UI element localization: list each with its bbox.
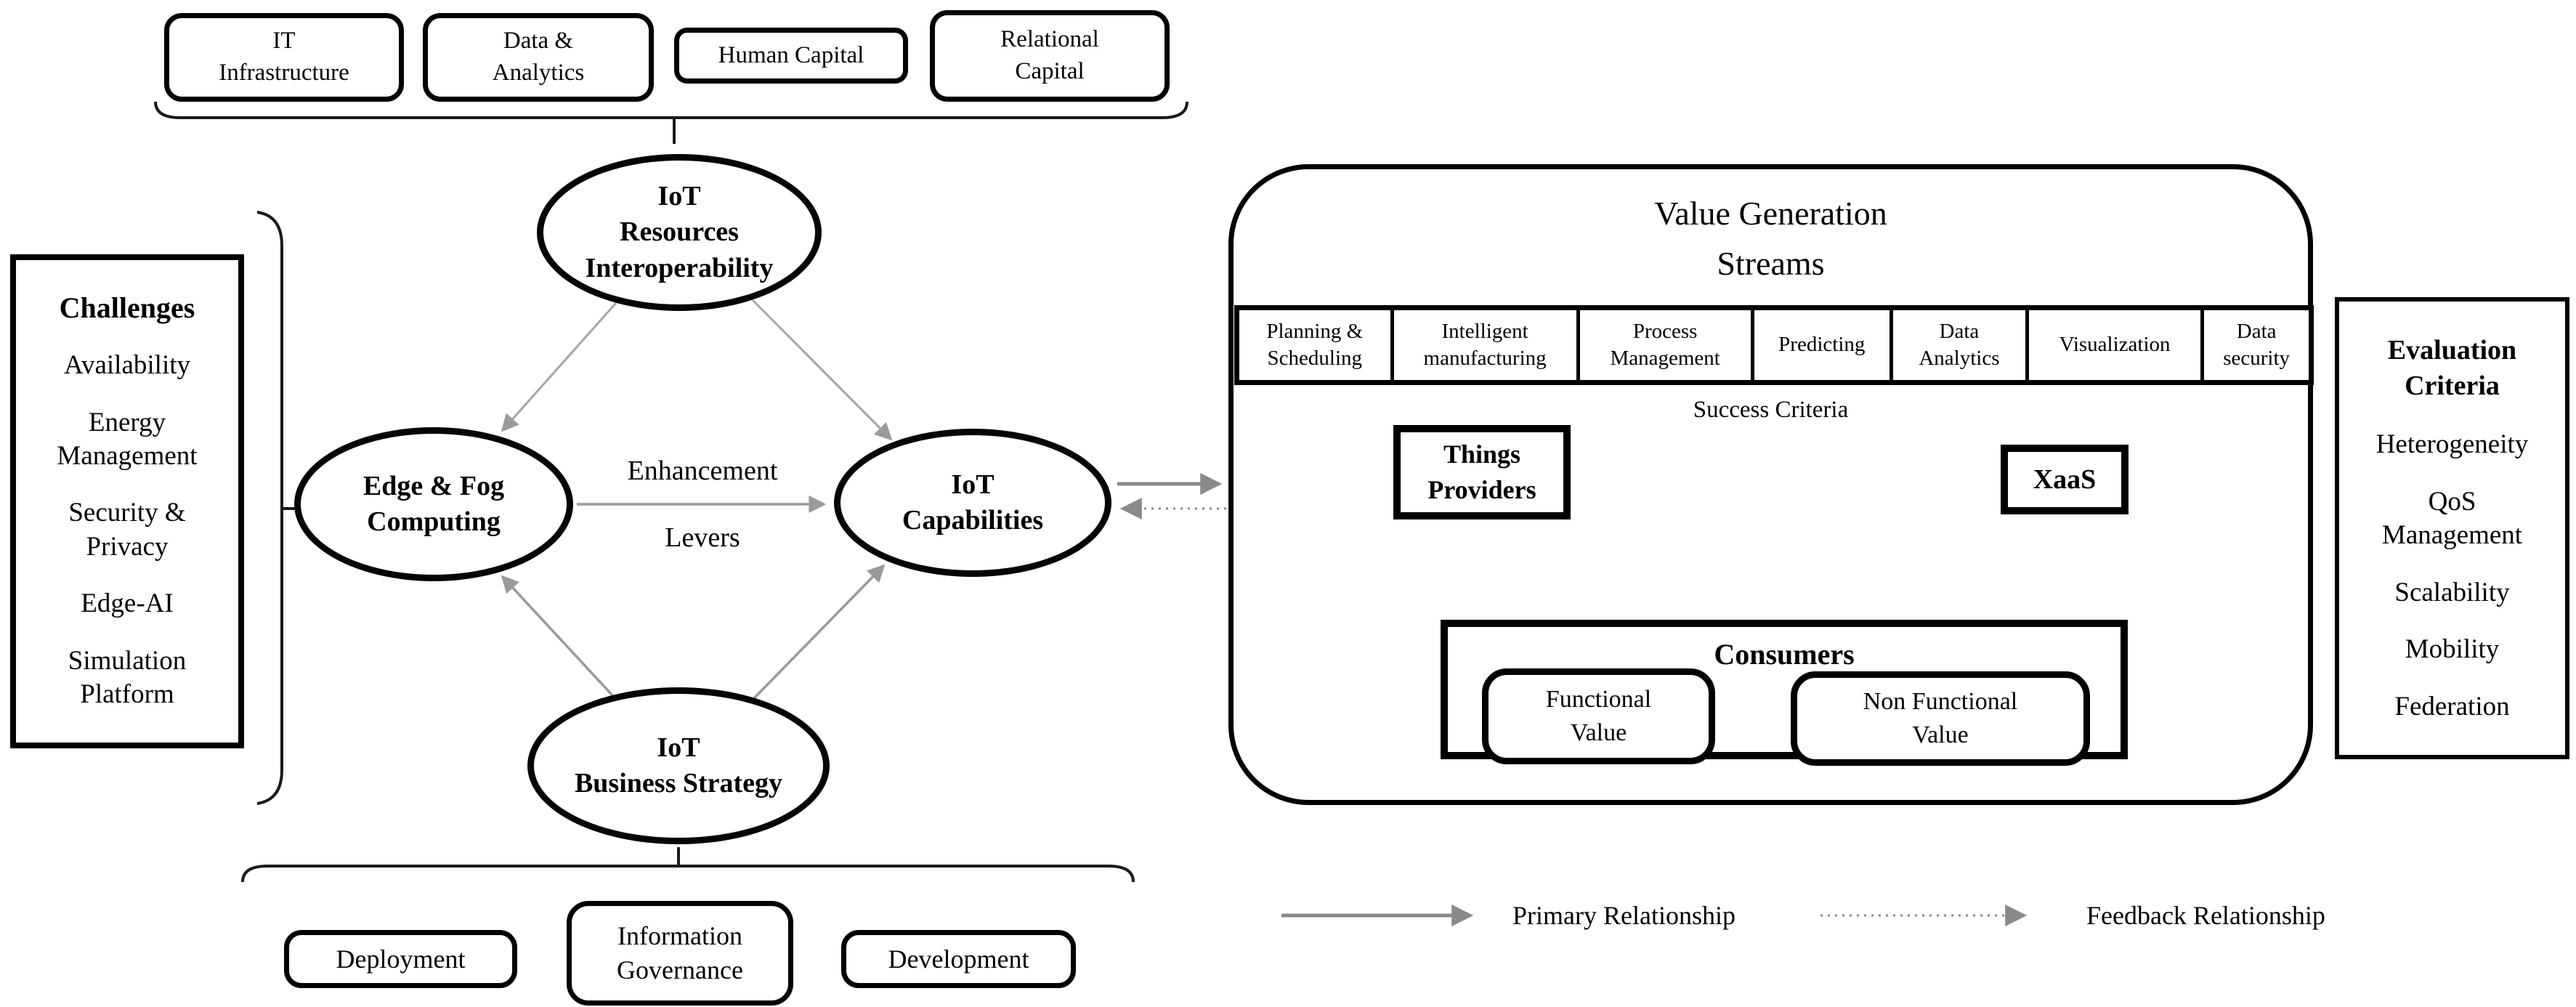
development-label: Development: [888, 944, 1029, 974]
capitals-brace: [154, 101, 1188, 144]
challenge-availability: Availability: [64, 349, 190, 380]
ellipse-iot-business-strategy: IoT Business Strategy: [527, 687, 830, 844]
xaas-label: XaaS: [2033, 464, 2097, 495]
ellipse-iot-capabilities: IoT Capabilities: [834, 429, 1111, 577]
legend-feedback-label: Feedback Relationship: [2086, 899, 2377, 931]
legend-primary-label: Primary Relationship: [1512, 899, 1789, 931]
information-governance-label: Information Governance: [617, 921, 743, 984]
box-it-infrastructure-line2: Infrastructure: [219, 60, 349, 86]
arrow-resources-to-capabilities: [751, 299, 893, 441]
functional-value-box: Functional Value: [1482, 668, 1715, 764]
enhancement-line1: Enhancement: [627, 456, 778, 486]
box-human-capital-line1: Human Capital: [718, 41, 864, 68]
ellipse-edge-fog-computing: Edge & Fog Computing: [294, 427, 573, 581]
challenges-title: Challenges: [59, 291, 195, 325]
arrow-business-to-edgefog: [501, 575, 614, 697]
box-data-analytics-line1: Data &: [503, 28, 574, 54]
stream-predicting: Predicting: [1750, 310, 1890, 380]
ellipse-iot-resources-interoperability: IoT Resources Interoperability: [537, 154, 822, 311]
box-relational-capital-line2: Capital: [1015, 58, 1085, 84]
box-it-infrastructure: IT Infrastructure: [164, 13, 404, 102]
non-functional-value-box: Non Functional Value: [1791, 671, 2090, 766]
iot-capabilities-line2: Capabilities: [902, 505, 1044, 535]
iot-business-line2: Business Strategy: [574, 768, 783, 798]
success-criteria-text: Success Criteria: [1693, 396, 1849, 423]
stream-visualization: Visualization: [2025, 310, 2200, 380]
challenges-panel: Challenges Availability Energy Managemen…: [10, 254, 244, 748]
box-relational-capital: Relational Capital: [930, 10, 1170, 102]
things-providers-box: Things Providers: [1393, 425, 1571, 519]
criterion-mobility: Mobility: [2405, 634, 2500, 665]
box-human-capital: Human Capital: [674, 28, 908, 84]
box-data-analytics-line2: Analytics: [492, 60, 585, 86]
iot-resources-line1: IoT: [657, 180, 701, 211]
stream-data-analytics: Data Analytics: [1889, 310, 2025, 380]
box-development: Development: [841, 930, 1076, 988]
box-data-analytics: Data & Analytics: [423, 13, 654, 102]
value-generation-title-line1: Value Generation: [1654, 195, 1887, 232]
box-information-governance: Information Governance: [567, 901, 793, 1006]
iot-business-line1: IoT: [657, 732, 700, 763]
edge-fog-line1: Edge & Fog: [362, 470, 505, 501]
evaluation-title-line2: Criteria: [2405, 370, 2500, 401]
iot-resources-line3: Interoperability: [585, 252, 774, 283]
iot-capabilities-line1: IoT: [951, 469, 995, 500]
stream-process-management: Process Management: [1576, 310, 1751, 380]
challenge-security-privacy: Security & Privacy: [68, 498, 186, 562]
functional-value-line1: Functional: [1545, 686, 1652, 713]
non-functional-value-line2: Value: [1912, 721, 1969, 748]
edge-fog-line2: Computing: [367, 506, 501, 537]
value-streams-row: Planning & Scheduling Intelligent manufa…: [1234, 305, 2314, 385]
criterion-federation: Federation: [2394, 692, 2510, 722]
challenge-edge-ai: Edge-AI: [81, 589, 174, 619]
enhancement-levers-label: Enhancement Levers: [581, 455, 824, 554]
things-providers-line1: Things: [1443, 440, 1521, 469]
iot-resources-line2: Resources: [620, 217, 739, 248]
value-generation-title-line2: Streams: [1717, 245, 1825, 282]
non-functional-value-line1: Non Functional: [1863, 688, 2018, 716]
evaluation-criteria-panel: Evaluation Criteria Heterogeneity QoS Ma…: [2335, 297, 2569, 759]
governance-brace: [241, 847, 1135, 883]
arrow-business-to-capabilities: [753, 564, 886, 700]
evaluation-title-line1: Evaluation: [2387, 334, 2517, 365]
legend-feedback-text: Feedback Relationship: [2086, 901, 2325, 930]
xaas-box: XaaS: [2001, 445, 2129, 514]
stream-intelligent-manufacturing: Intelligent manufacturing: [1390, 310, 1576, 380]
legend-primary-text: Primary Relationship: [1512, 901, 1735, 930]
value-generation-title: Value Generation Streams: [1228, 187, 2313, 289]
consumers-title: Consumers: [1714, 638, 1855, 671]
challenge-energy-management: Energy Management: [57, 407, 198, 471]
criterion-qos-management: QoS Management: [2381, 486, 2523, 550]
box-relational-capital-line1: Relational: [1000, 26, 1099, 53]
stream-data-security: Data security: [2200, 310, 2309, 380]
box-it-infrastructure-line1: IT: [272, 28, 296, 54]
enhancement-line2: Levers: [665, 522, 740, 553]
things-providers-line2: Providers: [1427, 475, 1536, 504]
arrow-resources-to-edgefog: [501, 302, 617, 432]
functional-value-line2: Value: [1570, 719, 1627, 746]
criterion-heterogeneity: Heterogeneity: [2375, 429, 2529, 459]
success-criteria-label: Success Criteria: [1228, 394, 2313, 426]
box-deployment: Deployment: [284, 930, 517, 988]
deployment-label: Deployment: [336, 944, 466, 974]
challenge-simulation-platform: Simulation Platform: [68, 646, 187, 710]
stream-planning-scheduling: Planning & Scheduling: [1266, 319, 1364, 370]
criterion-scalability: Scalability: [2394, 577, 2510, 607]
evaluation-criteria-title: Evaluation Criteria: [2388, 333, 2516, 405]
